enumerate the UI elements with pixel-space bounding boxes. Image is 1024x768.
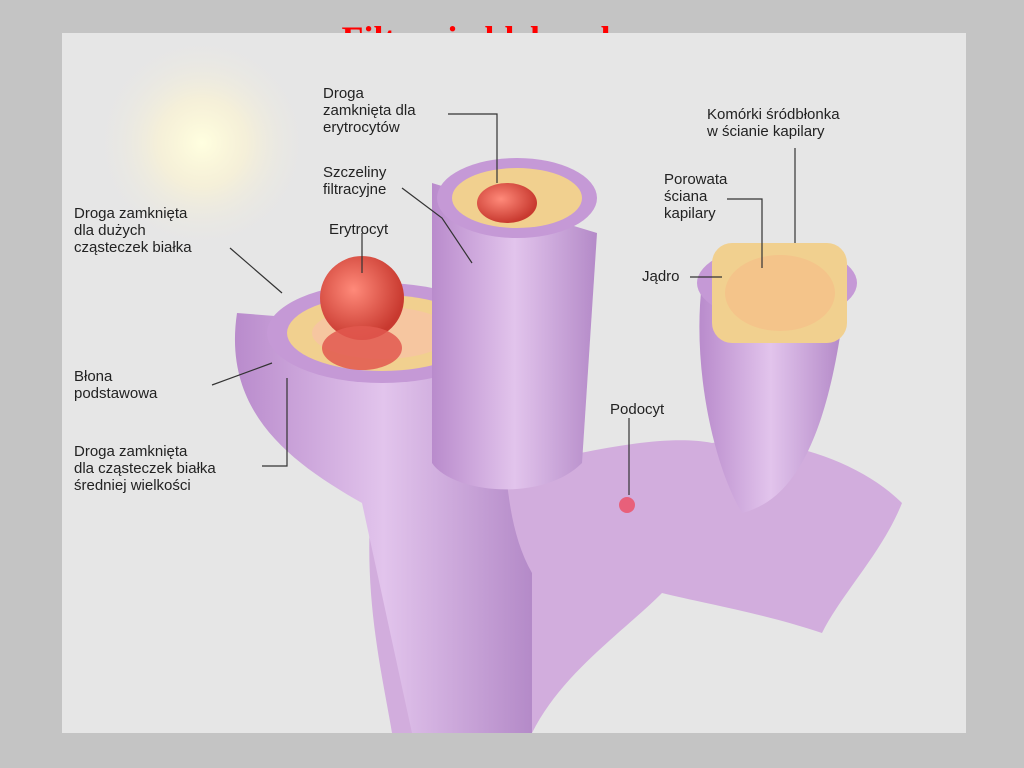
- label-szczeliny-filtracyjne: Szczeliny filtracyjne: [323, 164, 387, 198]
- middle-capillary: [432, 183, 597, 490]
- leader-blona: [211, 362, 273, 386]
- label-komorki-srodblonka: Komórki śródbłonka w ścianie kapilary: [707, 106, 840, 140]
- leader-lines: [211, 113, 796, 495]
- diagram-panel: Droga zamknięta dla erytrocytów Szczelin…: [62, 33, 966, 733]
- leader-szczeliny: [401, 187, 473, 264]
- leader-droga-duze: [229, 247, 283, 294]
- erythrocyte-cell-2: [322, 326, 402, 370]
- right-capillary-lumen: [725, 255, 835, 331]
- leader-porowata: [727, 198, 763, 268]
- middle-capillary-rbc: [477, 183, 537, 223]
- label-erytrocyt: Erytrocyt: [329, 221, 389, 238]
- label-blona-podstawowa: Błona podstawowa: [74, 368, 158, 402]
- glomerular-filtration-illustration: [92, 33, 903, 733]
- label-droga-duze-bialka: Droga zamknięta dla dużych cząsteczek bi…: [74, 205, 192, 256]
- podocyte-nucleus: [619, 497, 635, 513]
- label-droga-srednie-bialka: Droga zamknięta dla cząsteczek białka śr…: [74, 443, 216, 494]
- label-podocyt: Podocyt: [610, 401, 665, 418]
- label-porowata-sciana: Porowata ściana kapilary: [664, 171, 728, 222]
- label-droga-erytrocyty: Droga zamknięta dla erytrocytów: [323, 85, 416, 136]
- label-jadro: Jądro: [642, 268, 680, 285]
- leader-droga-erytrocyty: [448, 113, 498, 183]
- erythrocyte-cell: [320, 256, 404, 340]
- leader-droga-srednie: [262, 378, 288, 467]
- light-glow: [92, 33, 312, 253]
